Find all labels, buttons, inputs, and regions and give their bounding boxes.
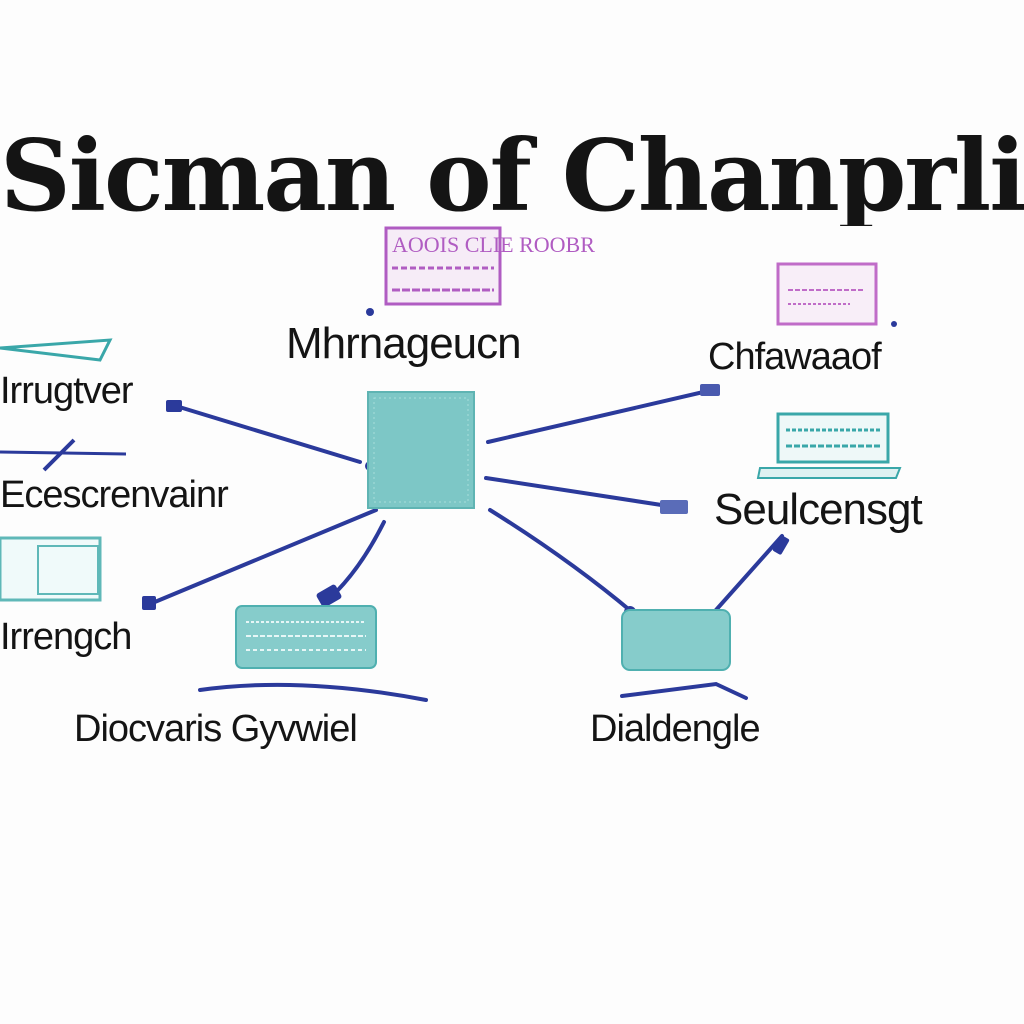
line-to-laptop xyxy=(488,508,634,614)
node-label-diocvaris: Diocvaris Gyvwiel xyxy=(74,708,358,750)
node-label-seulcensgt: Seulcensgt xyxy=(714,485,923,534)
line-to-seulcensgt-icon xyxy=(714,534,784,612)
cable-connector-icon xyxy=(142,596,156,610)
keyboard-icon xyxy=(756,412,902,479)
cable-connector-icon xyxy=(166,400,182,412)
node-label-dialdengle: Dialdengle xyxy=(590,708,761,750)
line-to-irrugtver xyxy=(174,404,362,464)
keyboard-device-icon xyxy=(235,605,377,669)
line-to-chfawaaof xyxy=(486,388,714,444)
cable-connector-icon xyxy=(700,384,720,396)
node-label-irrugtver: Irrugtver xyxy=(0,370,133,412)
envelope-icon xyxy=(776,262,878,326)
line-under-keyboard xyxy=(198,682,428,702)
cable-connector-icon xyxy=(772,535,790,555)
laptop-icon xyxy=(621,609,731,671)
folder-icon xyxy=(0,536,102,602)
left-connector-shapes xyxy=(0,338,127,472)
line-under-laptop xyxy=(620,681,748,700)
stamp-document-icon: AOOIS CLIE ROOBR xyxy=(384,226,595,306)
teal-bracket-icon xyxy=(0,338,113,362)
pen-icon xyxy=(42,438,76,472)
line-to-keyboard xyxy=(328,520,386,600)
stamp-text: AOOIS CLIE ROOBR xyxy=(392,232,595,257)
node-label-mhrnageucn: Mhrnageucn xyxy=(286,319,522,368)
central-server-icon xyxy=(367,391,475,509)
line-to-seulcensgt xyxy=(484,476,670,508)
endpoint-dot xyxy=(366,308,374,316)
line-to-irrengch xyxy=(148,508,378,606)
node-label-ecescrenvainr: Ecescrenvainr xyxy=(0,474,229,516)
diagram-title: Sicman of Chanprlier xyxy=(0,128,1024,226)
endpoint-dot xyxy=(891,321,897,327)
connector-lines xyxy=(148,388,784,702)
cable-connector-icon xyxy=(660,500,688,514)
node-label-irrengch: Irrengch xyxy=(0,616,132,658)
node-label-chfawaaof: Chfawaaof xyxy=(708,336,882,378)
cable-connector-icon xyxy=(316,584,342,608)
